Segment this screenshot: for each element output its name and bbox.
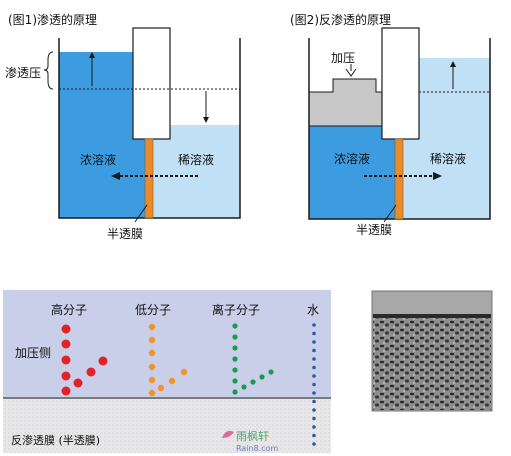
particle xyxy=(148,389,156,397)
particle xyxy=(148,376,156,384)
particle xyxy=(232,345,238,351)
fig1-flow-arrowhead xyxy=(111,172,120,180)
fig1-level-down-arrowhead xyxy=(203,117,209,123)
fig1-membrane xyxy=(144,138,154,219)
membrane-micrograph xyxy=(371,290,493,412)
fig2-concentrated-solution xyxy=(309,126,399,219)
fig3-column-label-0: 高分子 xyxy=(51,302,87,317)
fig3-membrane-texture xyxy=(3,398,331,453)
fig2-membrane-pointer xyxy=(383,204,397,223)
fig2-dilute-label: 稀溶液 xyxy=(430,151,466,166)
fig3-pressure-side-label: 加压侧 xyxy=(15,346,51,360)
fig3-column-label-3: 水 xyxy=(307,303,319,317)
micrograph-top-layer xyxy=(373,292,491,314)
fig3-column-label-1: 低分子 xyxy=(135,303,171,317)
watermark-brand: 雨枫轩 xyxy=(236,429,269,443)
fig1-dilute-solution xyxy=(149,125,240,218)
fig3-high-molecule-particles xyxy=(61,324,108,396)
fig2-divider-wall xyxy=(381,27,420,140)
particle xyxy=(312,433,316,438)
fig1-osmosis: (图1)渗透的原理 渗透压 浓溶液 稀溶液 半透膜 xyxy=(5,12,241,241)
fig3-molecule-filtration: 加压侧 反渗透膜 (半透膜) 高分子 低分子 离子分子 水 雨枫轩 Rain8.… xyxy=(3,290,331,453)
fig2-piston xyxy=(308,78,400,127)
fig1-title: (图1)渗透的原理 xyxy=(8,12,97,27)
fig3-membrane-label: 反渗透膜 (半透膜) xyxy=(11,433,100,447)
particle xyxy=(180,368,188,376)
particle xyxy=(61,371,71,381)
particle xyxy=(232,334,238,340)
particle xyxy=(232,378,238,384)
fig3-column-label-2: 离子分子 xyxy=(212,302,260,317)
fig2-pressure-arrow xyxy=(345,64,357,77)
particle xyxy=(148,323,156,331)
micrograph-dense-layer xyxy=(373,314,491,318)
fig1-membrane-label: 半透膜 xyxy=(107,227,143,241)
fig3-water-particles xyxy=(312,323,316,446)
fig1-osmotic-pressure-label: 渗透压 xyxy=(5,65,41,80)
fig1-level-up-arrowhead xyxy=(89,52,95,58)
particle xyxy=(312,442,316,446)
particle xyxy=(312,382,316,387)
particle xyxy=(148,349,156,357)
particle xyxy=(312,348,316,353)
fig1-membrane-pointer xyxy=(134,204,148,223)
fig2-concentrated-label: 浓溶液 xyxy=(334,151,370,166)
fig1-concentrated-label: 浓溶液 xyxy=(80,152,116,167)
particle xyxy=(157,384,165,392)
particle xyxy=(232,389,238,395)
particle xyxy=(232,323,238,329)
particle xyxy=(312,399,316,404)
particle xyxy=(98,356,108,366)
particle xyxy=(312,323,316,327)
particle xyxy=(232,367,238,373)
particle xyxy=(168,377,176,385)
particle xyxy=(312,340,316,344)
particle xyxy=(312,365,316,370)
particle xyxy=(312,331,316,336)
particle xyxy=(312,408,316,412)
particle xyxy=(312,374,316,378)
fig1-pressure-brace xyxy=(43,51,54,90)
fig2-membrane xyxy=(394,138,404,220)
particle xyxy=(250,379,256,385)
fig2-flow-arrowhead xyxy=(433,172,442,180)
fig2-title: (图2)反渗透的原理 xyxy=(290,12,391,27)
fig2-level-up-arrowhead xyxy=(450,61,456,67)
fig3-ion-particles xyxy=(232,323,274,395)
watermark-url: Rain8.com xyxy=(236,444,279,453)
fig2-pressure-label: 加压 xyxy=(331,51,355,65)
particle xyxy=(61,339,71,349)
particle xyxy=(86,367,96,377)
particle xyxy=(259,374,265,380)
particle xyxy=(61,324,71,334)
fig3-pressure-side-area xyxy=(3,290,331,398)
particle xyxy=(232,356,238,362)
fig2-reverse-osmosis: (图2)反渗透的原理 加压 浓溶液 稀溶液 半透膜 xyxy=(290,12,491,237)
watermark-logo: 雨枫轩 Rain8.com xyxy=(222,429,279,453)
particle xyxy=(241,384,247,390)
micrograph-porous-layer xyxy=(373,318,491,410)
watermark-leaf-icon xyxy=(222,430,234,438)
particle xyxy=(312,391,316,395)
particle xyxy=(312,357,316,361)
particle xyxy=(61,386,71,396)
particle xyxy=(148,336,156,344)
particle xyxy=(73,378,83,388)
particle xyxy=(268,369,274,375)
fig3-low-molecule-particles xyxy=(148,323,188,397)
fig1-dilute-label: 稀溶液 xyxy=(178,152,214,167)
particle xyxy=(312,425,316,429)
fig1-divider-wall xyxy=(132,27,171,140)
particle xyxy=(61,355,71,365)
particle xyxy=(148,363,156,371)
particle xyxy=(312,416,316,421)
fig2-membrane-label: 半透膜 xyxy=(356,223,392,237)
